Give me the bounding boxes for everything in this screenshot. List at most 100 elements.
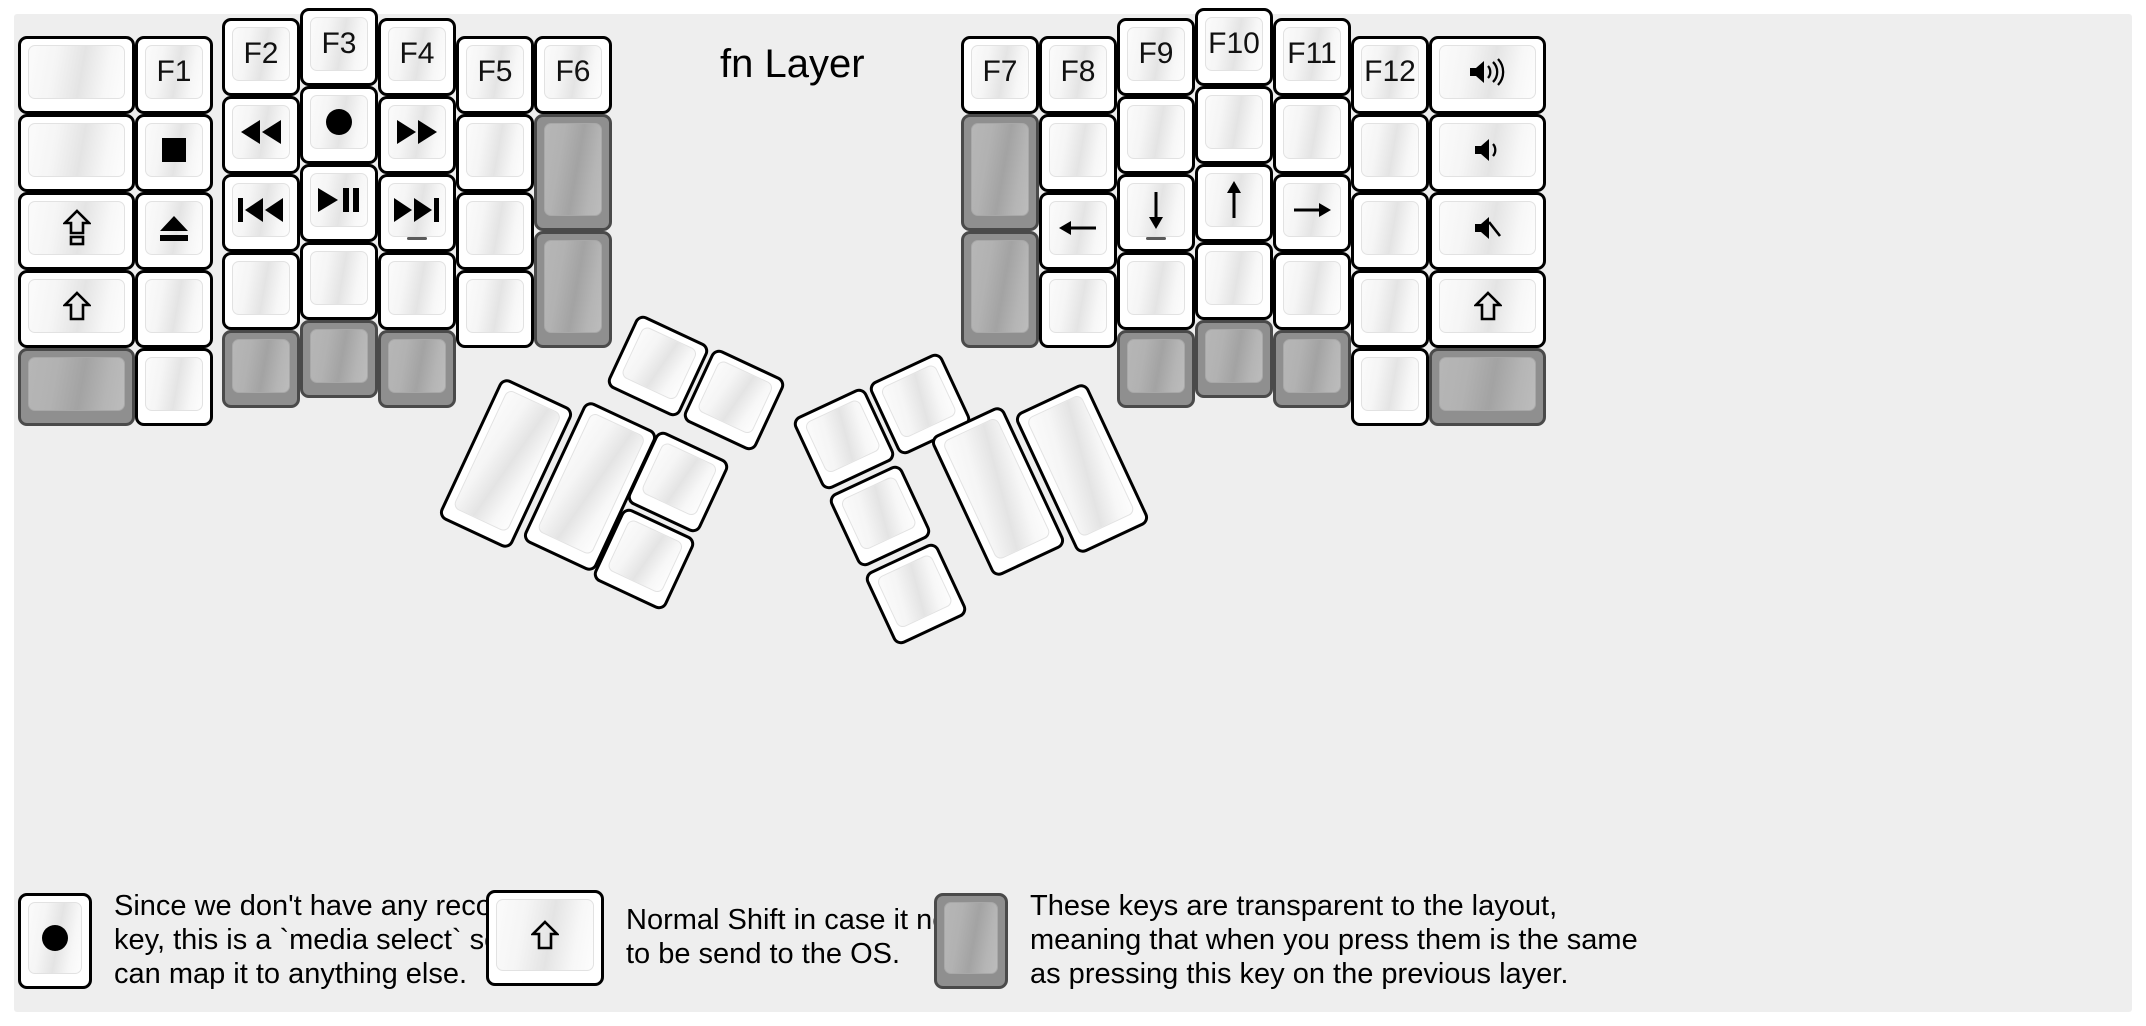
- key-col-f4-r1[interactable]: [378, 96, 456, 174]
- key-col-outer-right-r4[interactable]: [1429, 348, 1546, 426]
- arrow-right-icon: [1292, 197, 1332, 223]
- key-col-f11-r3[interactable]: [1273, 252, 1351, 330]
- key-cap: [145, 123, 203, 177]
- key-col-outer-right-r3[interactable]: [1429, 270, 1546, 348]
- key-col-f2-r0[interactable]: F2: [222, 18, 300, 96]
- key-col-f11-r2[interactable]: [1273, 174, 1351, 252]
- key-cap: [310, 329, 368, 383]
- key-col-f2-r4[interactable]: [222, 330, 300, 408]
- key-cap: [388, 261, 446, 315]
- key-col-f3-r4[interactable]: [300, 320, 378, 398]
- key-cap: [1205, 251, 1263, 305]
- key-col-f6-r1[interactable]: [534, 114, 612, 231]
- key-col-outer-right-r1[interactable]: [1429, 114, 1546, 192]
- key-col-f8-r1[interactable]: [1039, 114, 1117, 192]
- key-col-f9-r0[interactable]: F9: [1117, 18, 1195, 96]
- key-col-f12-r1[interactable]: [1351, 114, 1429, 192]
- key-col-f1-r1[interactable]: [135, 114, 213, 192]
- key-col-f10-r2[interactable]: [1195, 164, 1273, 242]
- key-cap: [640, 441, 719, 518]
- key-cap: [466, 123, 524, 177]
- key-cap: [232, 339, 290, 393]
- key-cap: [1361, 123, 1419, 177]
- legend-note-0: Since we don't have any recording key, t…: [18, 890, 565, 992]
- caps-lock-icon: [61, 209, 92, 247]
- key-col-f6-r2[interactable]: [534, 231, 612, 348]
- key-col-f10-r1[interactable]: [1195, 86, 1273, 164]
- key-cap: [310, 251, 368, 305]
- key-col-f12-r2[interactable]: [1351, 192, 1429, 270]
- key-col-f10-r3[interactable]: [1195, 242, 1273, 320]
- key-col-f10-r4[interactable]: [1195, 320, 1273, 398]
- key-col-outer-left-r1[interactable]: [18, 114, 135, 192]
- key-cap: [1049, 123, 1107, 177]
- key-cap: [28, 45, 125, 99]
- key-col-f9-r4[interactable]: [1117, 330, 1195, 408]
- key-col-outer-left-r3[interactable]: [18, 270, 135, 348]
- key-cap: [1439, 357, 1536, 411]
- key-col-f2-r2[interactable]: [222, 174, 300, 252]
- key-cap: [971, 240, 1029, 333]
- key-col-f11-r0[interactable]: F11: [1273, 18, 1351, 96]
- key-col-f1-r2[interactable]: [135, 192, 213, 270]
- key-col-f11-r1[interactable]: [1273, 96, 1351, 174]
- key-label: F9: [1138, 37, 1174, 70]
- key-col-f1-r4[interactable]: [135, 348, 213, 426]
- key-col-f3-r0[interactable]: F3: [300, 8, 378, 86]
- media-rewind-icon: [240, 119, 282, 145]
- key-col-f12-r4[interactable]: [1351, 348, 1429, 426]
- key-col-f10-r0[interactable]: F10: [1195, 8, 1273, 86]
- key-col-f2-r1[interactable]: [222, 96, 300, 174]
- key-col-outer-right-r0[interactable]: [1429, 36, 1546, 114]
- key-label: F1: [156, 55, 192, 88]
- key-cap: F10: [1205, 17, 1263, 71]
- key-col-f9-r3[interactable]: [1117, 252, 1195, 330]
- key-col-f1-r3[interactable]: [135, 270, 213, 348]
- key-cap: [1127, 105, 1185, 159]
- key-col-f11-r4[interactable]: [1273, 330, 1351, 408]
- key-col-f7-r0[interactable]: F7: [961, 36, 1039, 114]
- key-col-f2-r3[interactable]: [222, 252, 300, 330]
- key-col-outer-left-r2[interactable]: [18, 192, 135, 270]
- key-col-f4-r2[interactable]: [378, 174, 456, 252]
- volume-mute-icon: [1473, 214, 1503, 242]
- key-col-f3-r1[interactable]: [300, 86, 378, 164]
- key-cap: [606, 518, 685, 595]
- key-cap: [1439, 279, 1536, 333]
- key-col-f4-r4[interactable]: [378, 330, 456, 408]
- key-col-f9-r1[interactable]: [1117, 96, 1195, 174]
- volume-up-icon: [1468, 58, 1508, 86]
- key-col-outer-right-r2[interactable]: [1429, 192, 1546, 270]
- key-cap: [466, 201, 524, 255]
- key-col-f8-r3[interactable]: [1039, 270, 1117, 348]
- key-col-f5-r3[interactable]: [456, 270, 534, 348]
- key-col-f5-r1[interactable]: [456, 114, 534, 192]
- key-col-f12-r0[interactable]: F12: [1351, 36, 1429, 114]
- key-col-f3-r2[interactable]: [300, 164, 378, 242]
- key-col-outer-left-r4[interactable]: [18, 348, 135, 426]
- key-cap: [1205, 95, 1263, 149]
- key-cap: [544, 240, 602, 333]
- key-col-f1-r0[interactable]: F1: [135, 36, 213, 114]
- key-col-f5-r2[interactable]: [456, 192, 534, 270]
- key-col-f7-r2[interactable]: [961, 231, 1039, 348]
- key-col-f8-r2[interactable]: [1039, 192, 1117, 270]
- key-col-f6-r0[interactable]: F6: [534, 36, 612, 114]
- key-cap: [28, 279, 125, 333]
- key-cap: [232, 183, 290, 237]
- key-col-f4-r3[interactable]: [378, 252, 456, 330]
- shift-icon: [61, 291, 92, 321]
- legend-note-text-2: These keys are transparent to the layout…: [1030, 890, 1638, 990]
- key-col-outer-left-r0[interactable]: [18, 36, 135, 114]
- key-col-f8-r0[interactable]: F8: [1039, 36, 1117, 114]
- key-col-f4-r0[interactable]: F4: [378, 18, 456, 96]
- key-col-f7-r1[interactable]: [961, 114, 1039, 231]
- key-col-f12-r3[interactable]: [1351, 270, 1429, 348]
- key-col-f3-r3[interactable]: [300, 242, 378, 320]
- key-cap: [875, 553, 954, 630]
- key-col-f5-r0[interactable]: F5: [456, 36, 534, 114]
- arrow-up-icon: [1221, 180, 1247, 220]
- key-cap: [28, 123, 125, 177]
- key-col-f9-r2[interactable]: [1117, 174, 1195, 252]
